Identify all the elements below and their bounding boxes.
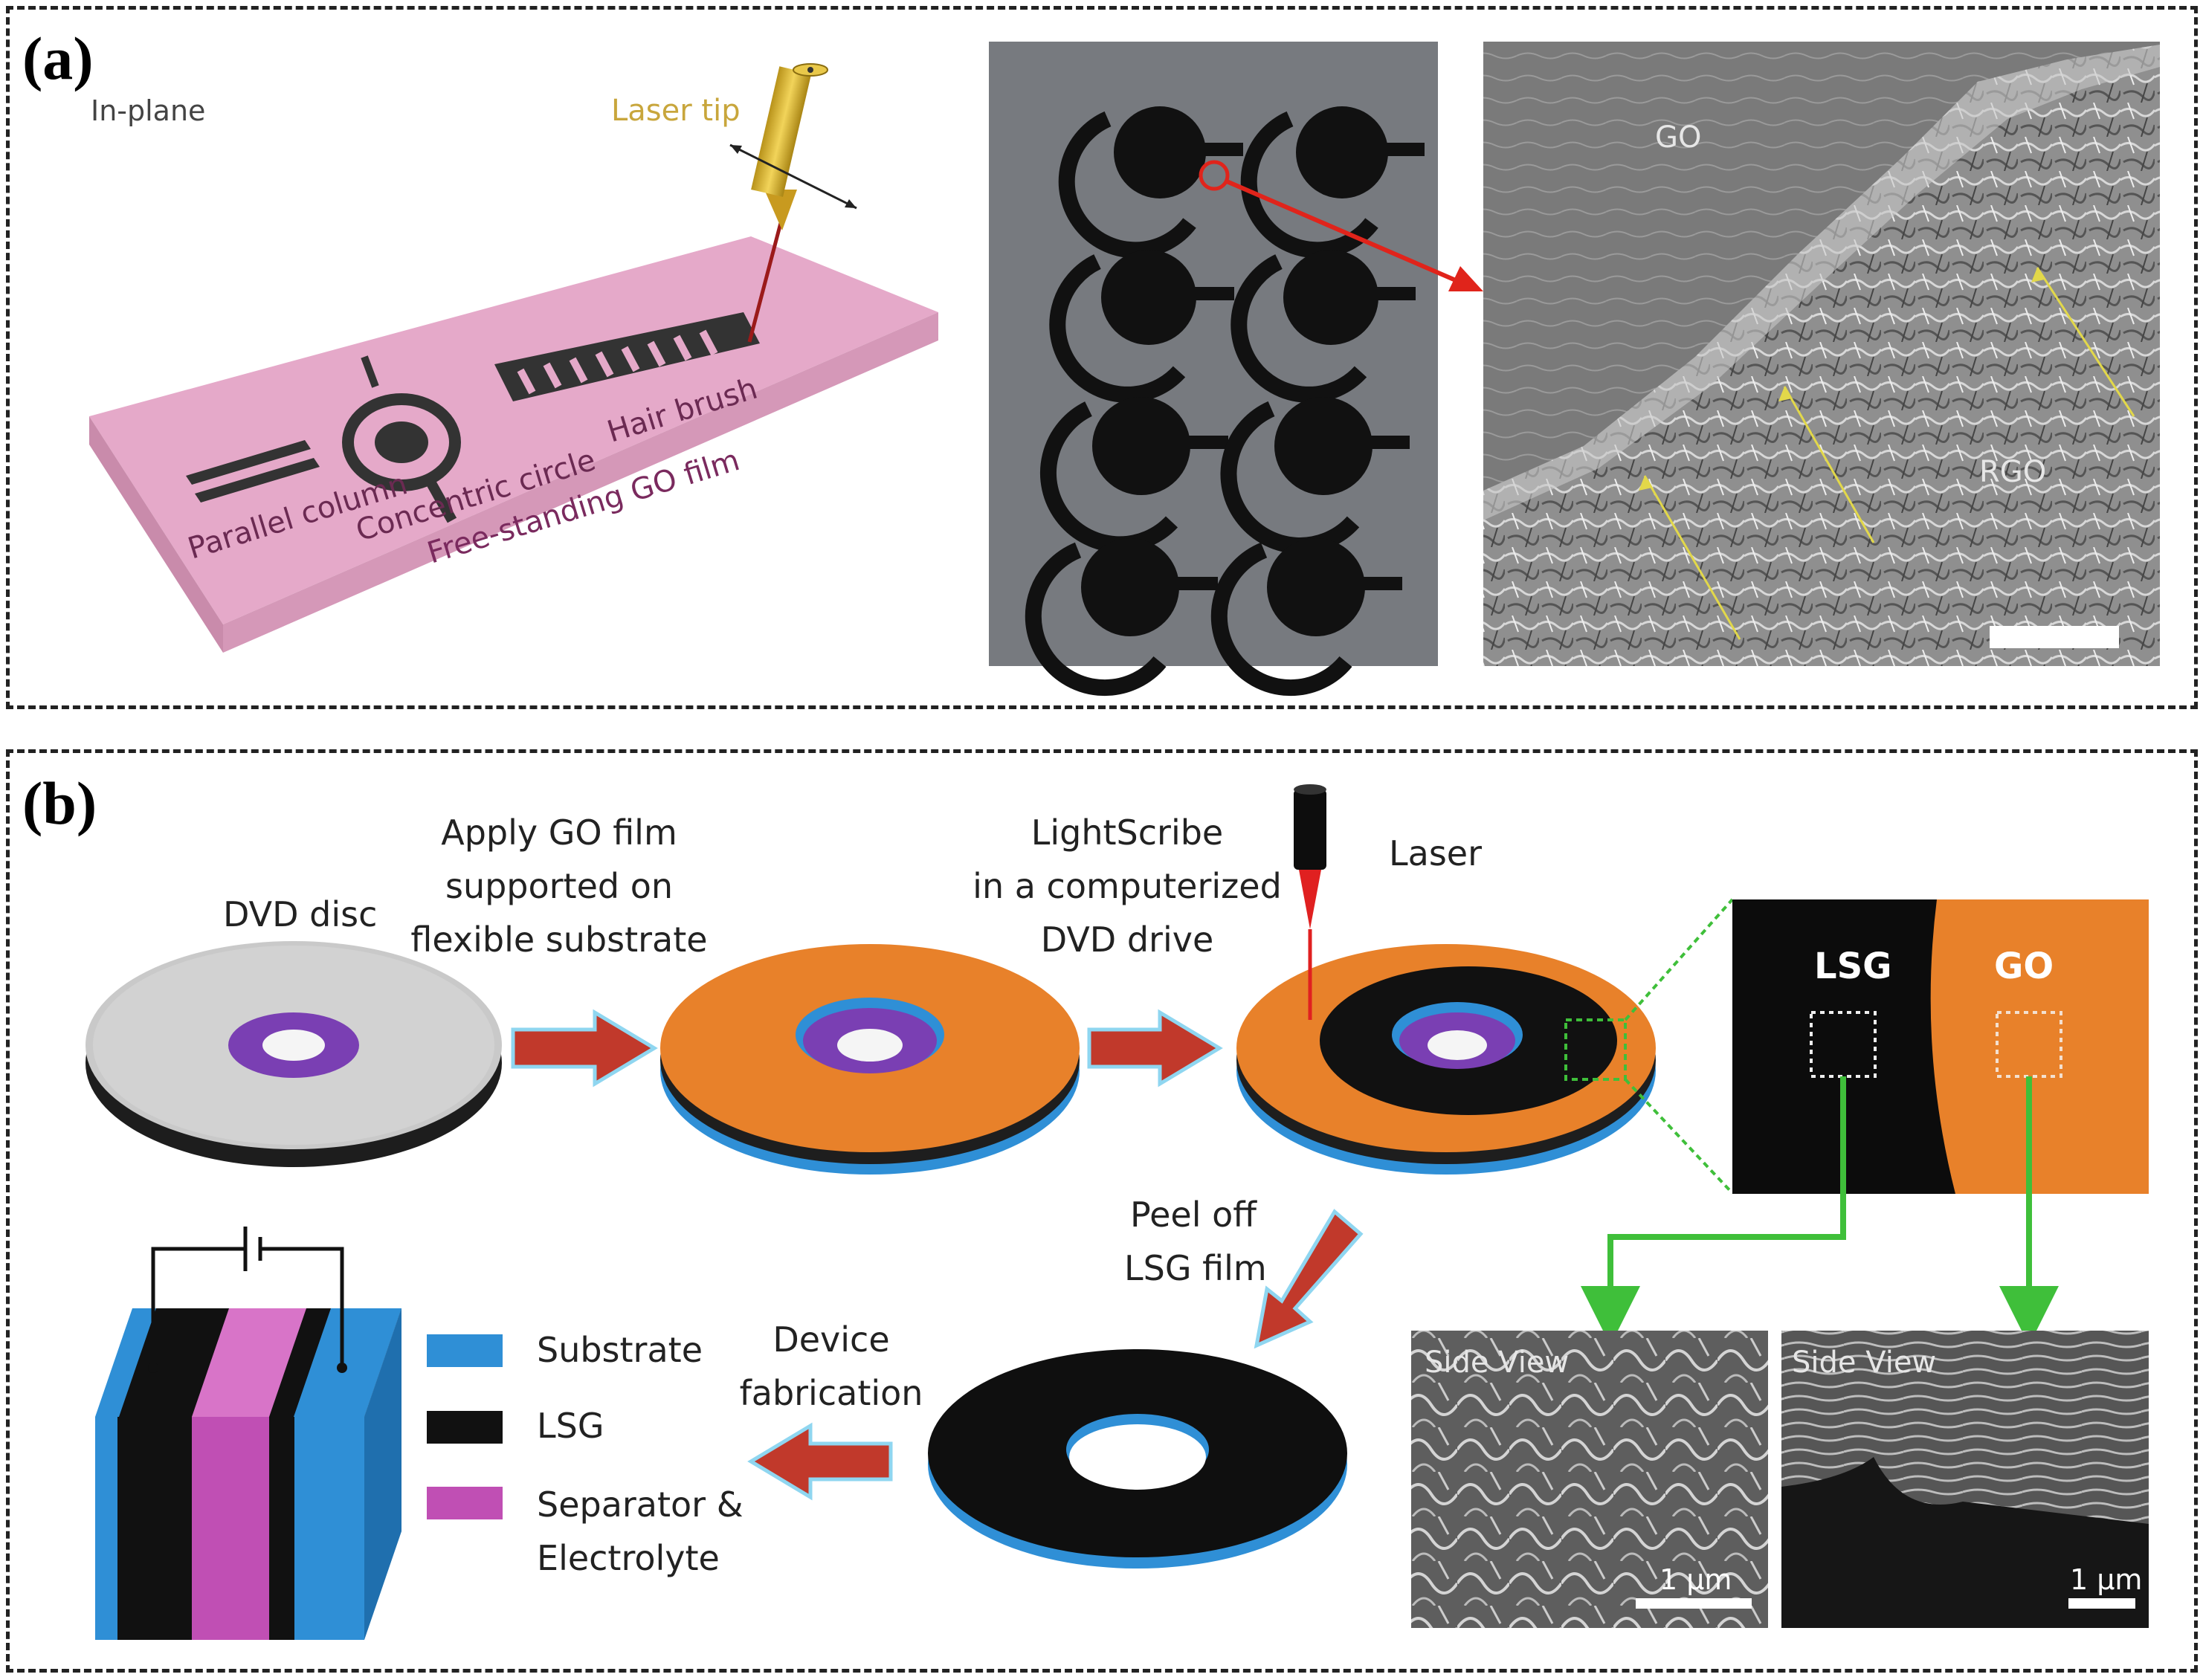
lightscribe-line1: LightScribe <box>1031 812 1223 853</box>
legend-separator-label-1: Separator & <box>537 1484 744 1525</box>
sem-side-view-go <box>1781 1331 2149 1628</box>
device-photo <box>989 42 1438 697</box>
process-arrow-2 <box>1087 1009 1223 1088</box>
dvd-disc <box>86 941 502 1167</box>
panel-a-label: (a) <box>22 25 94 92</box>
device-fab-line1: Device <box>772 1319 889 1360</box>
legend-separator-swatch <box>427 1487 503 1519</box>
legend-lsg-swatch <box>427 1411 503 1444</box>
panel-b-label: (b) <box>22 769 97 837</box>
parallel-column-pattern <box>186 440 320 503</box>
photo-device-4-2 <box>1210 538 1402 697</box>
go-coated-disc <box>660 944 1080 1175</box>
dvd-disc-label: DVD disc <box>223 894 377 934</box>
panel-a-graphics: In-plane Laser tip Parallel column Conce… <box>89 42 2160 697</box>
legend-lsg-label: LSG <box>537 1406 604 1446</box>
sem-image <box>1483 42 2160 666</box>
lsg-sample-box <box>1810 1011 1877 1078</box>
photo-device-2-2 <box>1230 250 1416 403</box>
lasered-disc <box>1236 944 1656 1175</box>
supercapacitor-device <box>95 1227 401 1640</box>
zoom-arrow <box>1225 179 1483 291</box>
panel-b <box>6 749 2198 1673</box>
lsg-film-disc <box>928 1349 1347 1568</box>
scale-bar-right-label: 1 μm <box>2070 1563 2142 1596</box>
legend <box>427 1334 503 1519</box>
photo-device-1-1 <box>1058 106 1243 259</box>
hair-brush-pattern <box>494 312 760 401</box>
sem-side-view-lsg <box>1411 1331 1768 1628</box>
zoom-inset <box>1732 899 2149 1194</box>
photo-device-2-1 <box>1049 250 1234 403</box>
process-arrow-fabrication <box>747 1422 893 1501</box>
laser-icon <box>1294 784 1326 1020</box>
sem-rgo-label: RGO <box>1979 455 2046 489</box>
legend-separator-label-2: Electrolyte <box>537 1538 720 1578</box>
photo-device-4-1 <box>1025 538 1218 697</box>
side-view-left-label: Side View <box>1425 1345 1569 1380</box>
apply-go-line2: supported on <box>445 866 673 906</box>
panel-a <box>6 6 2198 709</box>
green-connector-lsg <box>1581 1076 1846 1345</box>
lightscribe-line2: in a computerized <box>973 866 1282 906</box>
laser-label: Laser <box>1389 833 1482 873</box>
process-arrow-1 <box>511 1009 658 1088</box>
scale-bar-left-label: 1 μm <box>1659 1563 1732 1596</box>
photo-device-1-2 <box>1240 106 1425 259</box>
zoom-box-small <box>1564 1018 1627 1081</box>
device-fab-line2: fabrication <box>740 1373 923 1413</box>
go-film-slab <box>89 236 938 653</box>
go-sample-box <box>1996 1011 2062 1078</box>
apply-go-line3: flexible substrate <box>410 920 707 960</box>
laser-tip-icon <box>729 63 857 343</box>
sem-go-label: GO <box>1655 120 1701 155</box>
peel-off-line1: Peel off <box>1130 1195 1257 1235</box>
panel-b-graphics: DVD disc Apply GO film supported on flex… <box>86 784 2149 1640</box>
laser-tip-label: Laser tip <box>611 94 741 128</box>
zoom-lsg-label: LSG <box>1814 946 1892 987</box>
legend-substrate-swatch <box>427 1334 503 1367</box>
legend-substrate-label: Substrate <box>537 1330 703 1370</box>
side-view-right-label: Side View <box>1792 1345 1936 1380</box>
process-arrow-peel <box>1254 1209 1364 1349</box>
zoom-go-label: GO <box>1994 946 2054 987</box>
apply-go-line1: Apply GO film <box>441 812 677 853</box>
lightscribe-line3: DVD drive <box>1041 920 1214 960</box>
peel-off-line2: LSG film <box>1124 1248 1267 1288</box>
concentric-circle-pattern <box>342 355 461 523</box>
in-plane-label: In-plane <box>91 94 205 127</box>
